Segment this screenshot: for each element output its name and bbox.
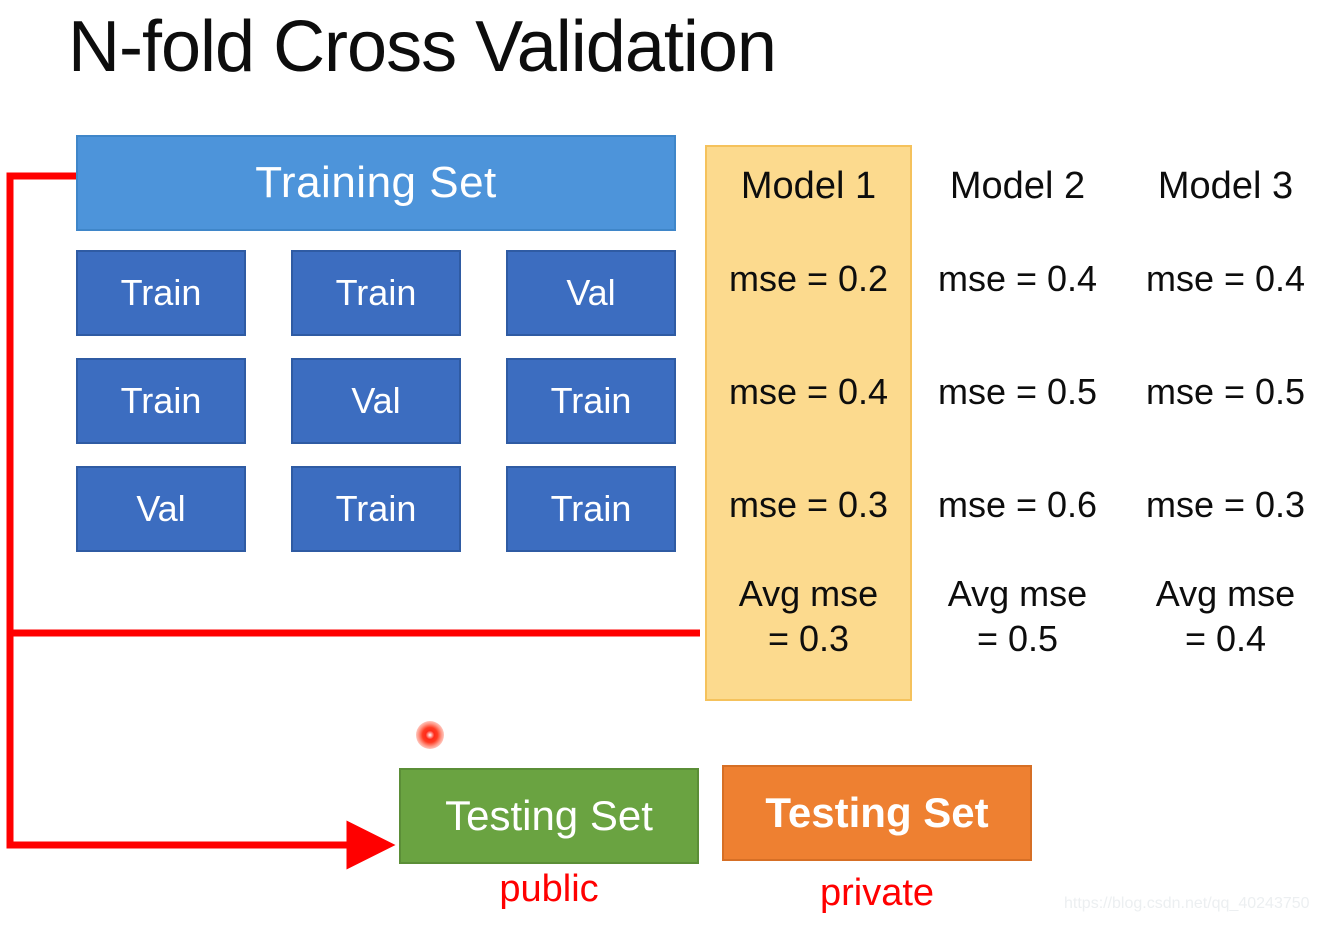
fold-cell-1-2[interactable]: Train [291,250,461,336]
model-3-name: Model 3 [1157,165,1294,207]
fold-row-3: Val Train Train [76,466,676,552]
model-1-avg-mse: Avg mse = 0.3 [705,561,912,661]
model-1-avg-value: = 0.3 [767,618,850,659]
model-1-highlight-box [705,145,912,701]
model-2-mse-fold-1: mse = 0.4 [937,258,1098,299]
testing-set-private-label: Testing Set [765,789,989,836]
fold-cell-1-3[interactable]: Val [506,250,676,336]
page-title: N-fold Cross Validation [68,7,777,87]
watermark-text: https://blog.csdn.net/qq_40243750 [1064,895,1310,912]
model-3-avg-mse: Avg mse = 0.4 [1122,561,1321,661]
testing-set-private-box[interactable]: Testing Set [722,765,1032,861]
model-column-3: Model 3 mse = 0.4 mse = 0.5 mse = 0.3 Av… [1122,150,1321,661]
model-1-mse-fold-1: mse = 0.2 [728,258,889,299]
fold-cell-3-3[interactable]: Train [506,466,676,552]
model-2-mse-fold-2: mse = 0.5 [937,371,1098,412]
training-set-box[interactable]: Training Set [76,135,676,231]
model-3-mse-fold-1: mse = 0.4 [1145,258,1306,299]
testing-set-public-caption: public [499,868,599,910]
fold-cell-2-2[interactable]: Val [291,358,461,444]
model-2-avg-value: = 0.5 [976,618,1059,659]
testing-set-public-label: Testing Set [445,792,653,839]
model-2-mse-fold-3: mse = 0.6 [937,484,1098,525]
fold-cell-3-2[interactable]: Train [291,466,461,552]
model-3-mse-fold-2: mse = 0.5 [1145,371,1306,412]
testing-set-private-caption: private [819,872,935,914]
fold-cell-1-1[interactable]: Train [76,250,246,336]
fold-cell-2-3[interactable]: Train [506,358,676,444]
model-1-mse-fold-3: mse = 0.3 [728,484,889,525]
fold-row-2: Train Val Train [76,358,676,444]
model-column-2: Model 2 mse = 0.4 mse = 0.5 mse = 0.6 Av… [914,150,1121,661]
model-3-avg-label: Avg mse [1155,573,1296,614]
model-3-mse-fold-3: mse = 0.3 [1145,484,1306,525]
model-1-name: Model 1 [740,165,877,207]
fold-grid: Train Train Val Train Val Train Val Trai… [76,250,676,552]
model-2-avg-label: Avg mse [947,573,1088,614]
model-column-1: Model 1 mse = 0.2 mse = 0.4 mse = 0.3 Av… [705,150,912,661]
testing-set-public-box[interactable]: Testing Set [399,768,699,864]
fold-cell-3-1[interactable]: Val [76,466,246,552]
model-2-name: Model 2 [949,165,1086,207]
model-3-avg-value: = 0.4 [1184,618,1267,659]
laser-pointer-icon [416,721,444,749]
training-set-label: Training Set [255,158,497,207]
model-2-avg-mse: Avg mse = 0.5 [914,561,1121,661]
fold-cell-2-1[interactable]: Train [76,358,246,444]
model-1-mse-fold-2: mse = 0.4 [728,371,889,412]
model-1-avg-label: Avg mse [738,573,879,614]
fold-row-1: Train Train Val [76,250,676,336]
